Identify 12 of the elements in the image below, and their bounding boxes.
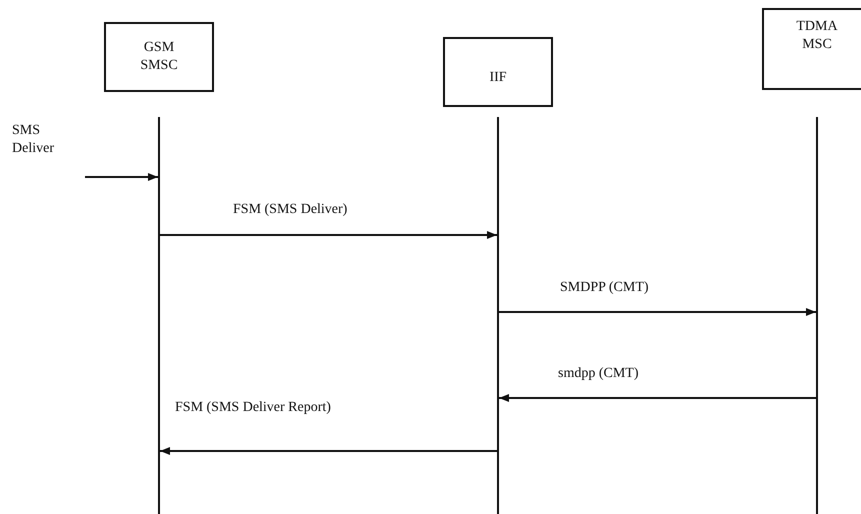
participant-name: GSM SMSC	[139, 39, 179, 75]
message-label: SMDPP (CMT)	[560, 279, 649, 297]
message-label: FSM (SMS Deliver)	[233, 201, 348, 219]
message-label: smdpp (CMT)	[558, 365, 638, 383]
message-arrow	[499, 308, 816, 316]
message-arrow	[499, 394, 816, 402]
message-arrow	[160, 231, 497, 239]
participant-name: IIF	[488, 69, 508, 87]
message-arrow	[160, 447, 497, 455]
message-arrow	[85, 173, 158, 181]
participant-name: TDMA MSC	[795, 18, 839, 54]
message-label: FSM (SMS Deliver Report)	[175, 399, 331, 417]
